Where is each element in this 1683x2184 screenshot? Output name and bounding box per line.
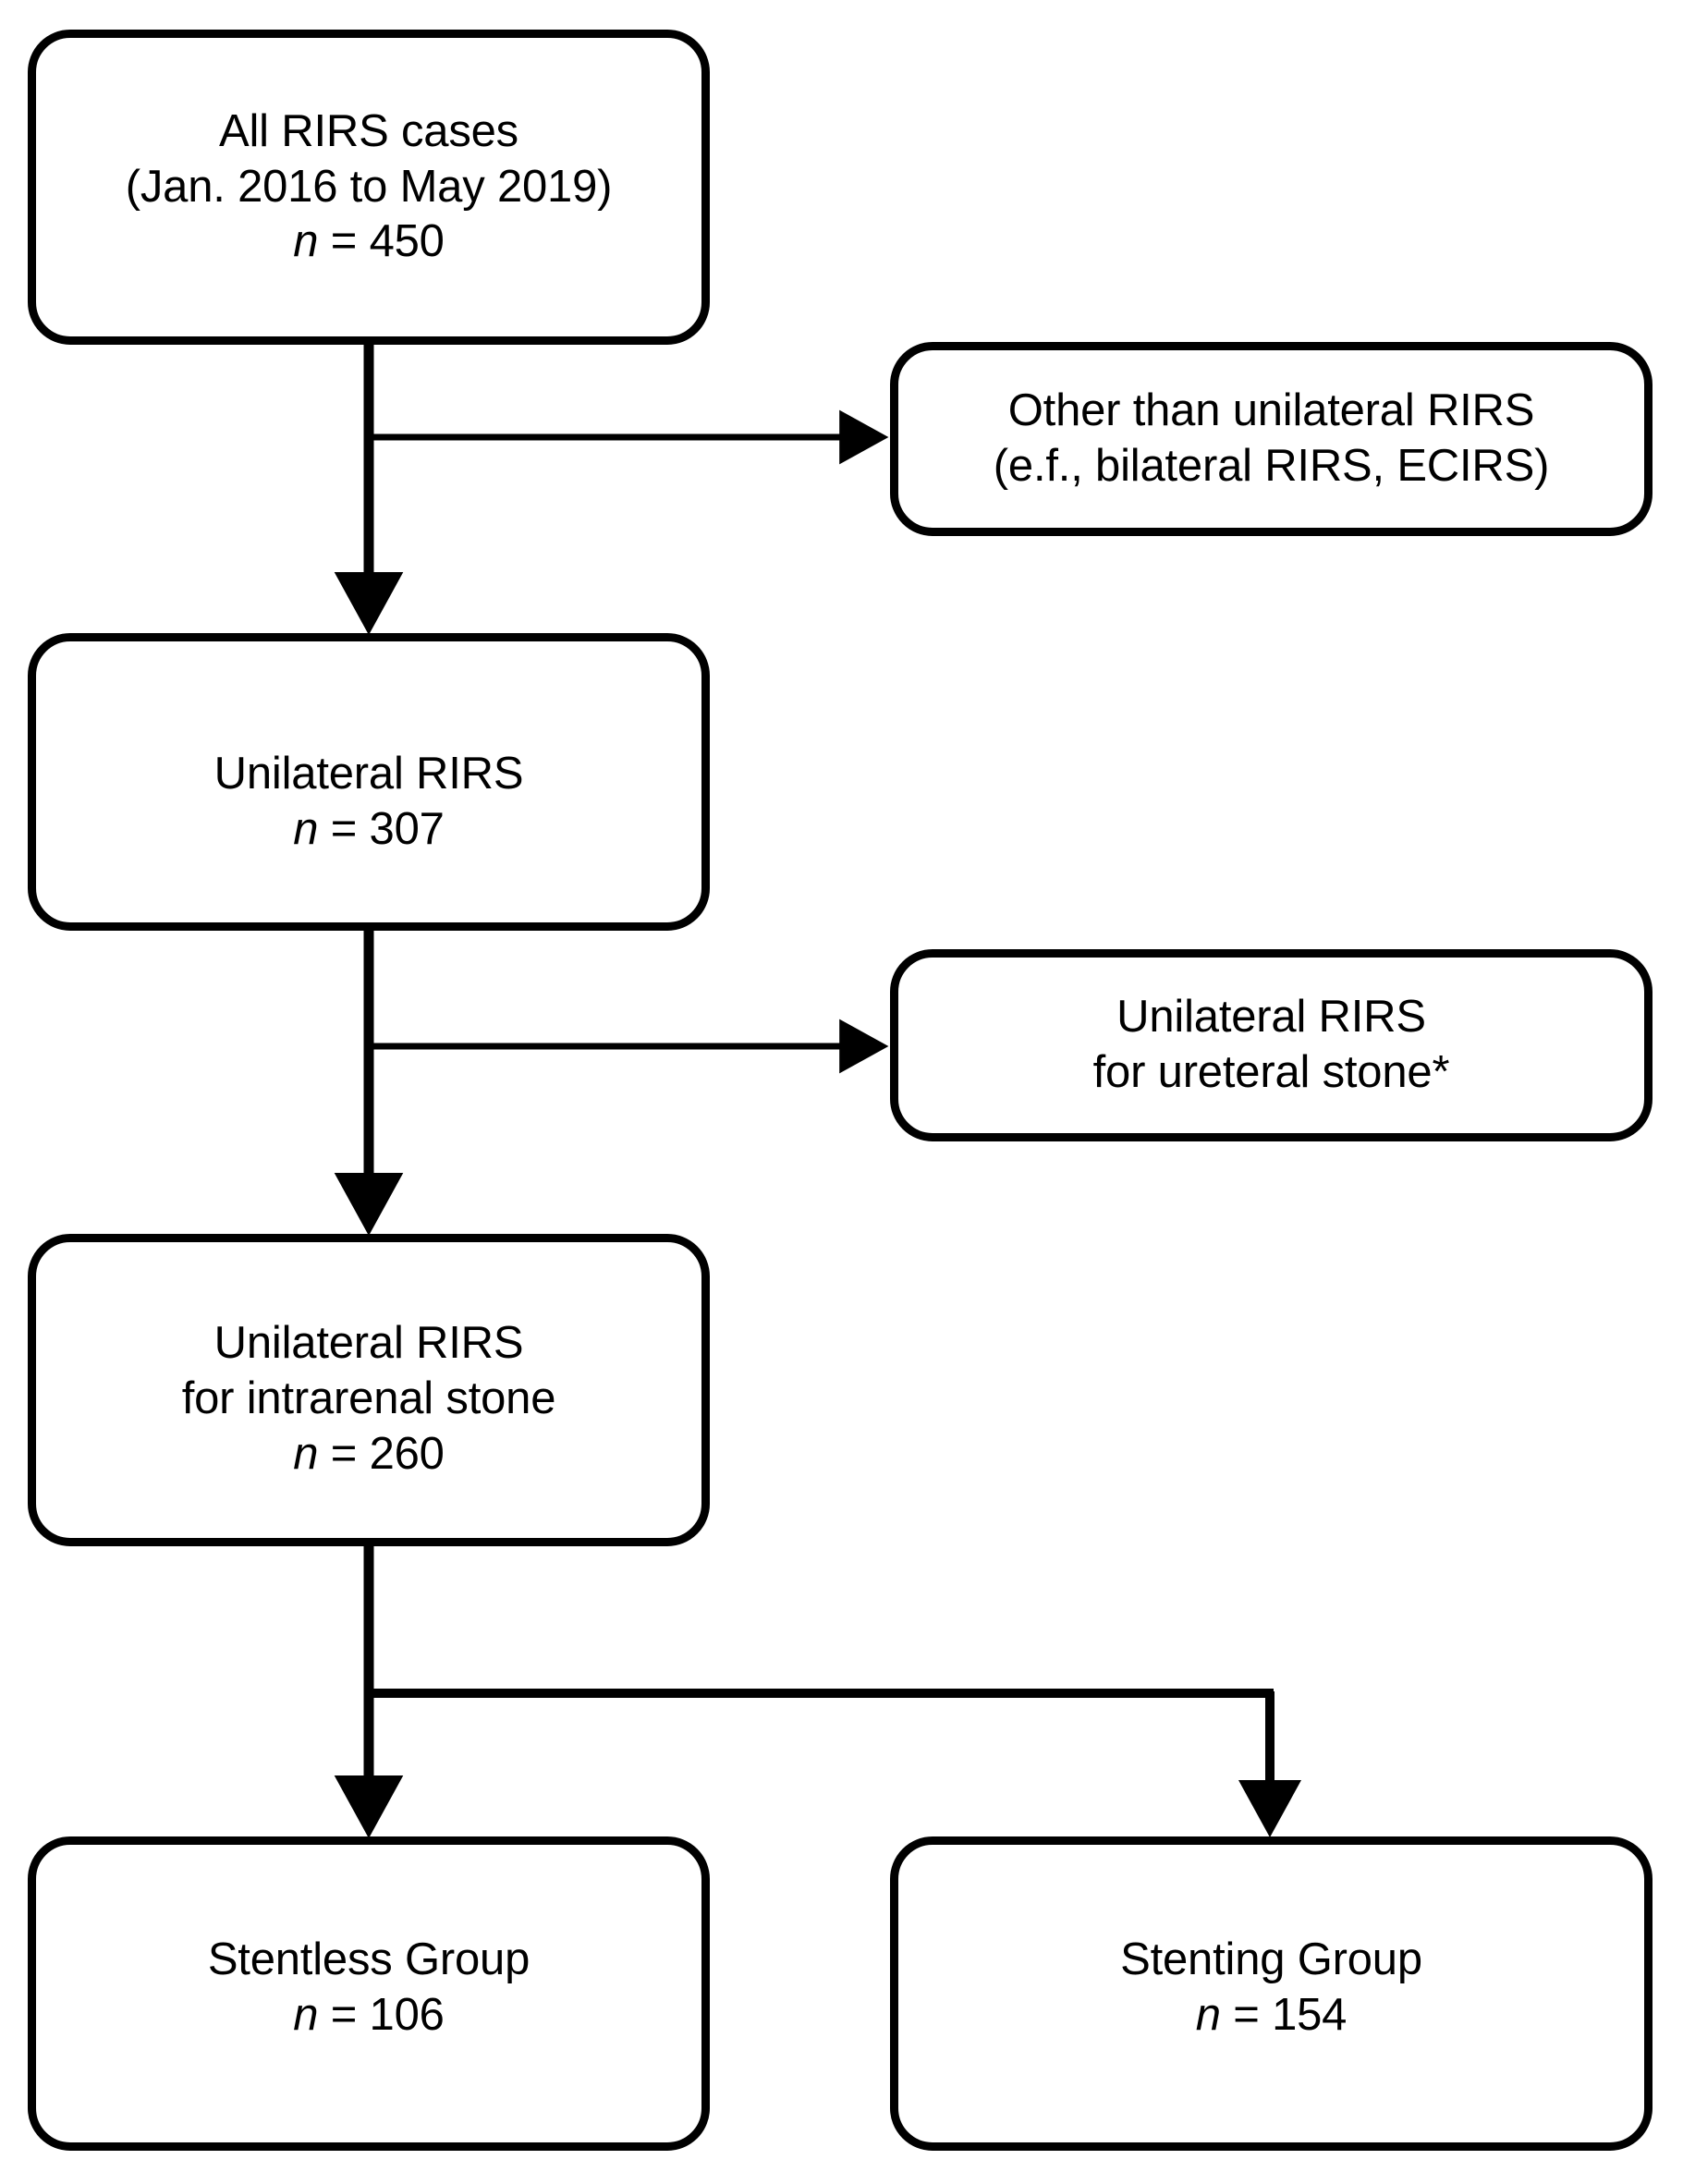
node-all-rirs-cases[interactable]: All RIRS cases (Jan. 2016 to May 2019) n… [28,30,710,345]
n-symbol: n [293,804,319,854]
node-line: Stenting Group [1120,1934,1422,1985]
node-line: Unilateral RIRS [213,1318,524,1369]
node-stenting-group-text: Stenting Group n = 154 [1120,1933,1422,2044]
node-line: for ureteral stone* [1092,1047,1450,1097]
n-value: = 260 [318,1428,445,1479]
n-symbol: n [1195,1990,1221,2040]
node-stentless-group[interactable]: Stentless Group n = 106 [28,1836,710,2151]
n-symbol: n [293,1428,319,1479]
node-line: Unilateral RIRS [213,749,524,799]
node-count-label: n = 307 [214,802,524,858]
n-value: = 450 [318,216,445,267]
node-line: (Jan. 2016 to May 2019) [125,161,613,212]
n-symbol: n [293,1990,319,2040]
n-symbol: n [293,216,319,267]
node-unilateral-rirs-ureteral-stone-text: Unilateral RIRS for ureteral stone* [1093,990,1450,1101]
node-count-label: n = 154 [1120,1988,1422,2044]
node-stenting-group[interactable]: Stenting Group n = 154 [890,1836,1653,2151]
node-line: Stentless Group [207,1934,531,1985]
n-value: = 154 [1220,1990,1348,2040]
node-other-than-unilateral-rirs[interactable]: Other than unilateral RIRS (e.f., bilate… [890,342,1653,536]
node-line: Other than unilateral RIRS [1007,385,1535,436]
node-stentless-group-text: Stentless Group n = 106 [207,1933,531,2044]
n-value: = 106 [318,1990,445,2040]
node-line: for intrarenal stone [181,1373,556,1424]
node-all-rirs-cases-text: All RIRS cases (Jan. 2016 to May 2019) n… [126,104,613,270]
node-unilateral-rirs-text: Unilateral RIRS n = 307 [214,747,524,858]
node-unilateral-rirs-intrarenal-stone-text: Unilateral RIRS for intrarenal stone n =… [182,1316,556,1482]
node-line: All RIRS cases [219,105,518,156]
node-line: Unilateral RIRS [1116,992,1426,1043]
node-unilateral-rirs-ureteral-stone[interactable]: Unilateral RIRS for ureteral stone* [890,949,1653,1141]
node-count-label: n = 260 [182,1427,556,1482]
node-unilateral-rirs-intrarenal-stone[interactable]: Unilateral RIRS for intrarenal stone n =… [28,1234,710,1546]
node-line: (e.f., bilateral RIRS, ECIRS) [993,441,1550,491]
node-count-label: n = 106 [208,1988,530,2044]
node-unilateral-rirs[interactable]: Unilateral RIRS n = 307 [28,633,710,931]
n-value: = 307 [318,804,445,854]
node-other-than-unilateral-rirs-text: Other than unilateral RIRS (e.f., bilate… [993,384,1550,494]
node-count-label: n = 450 [126,214,613,270]
